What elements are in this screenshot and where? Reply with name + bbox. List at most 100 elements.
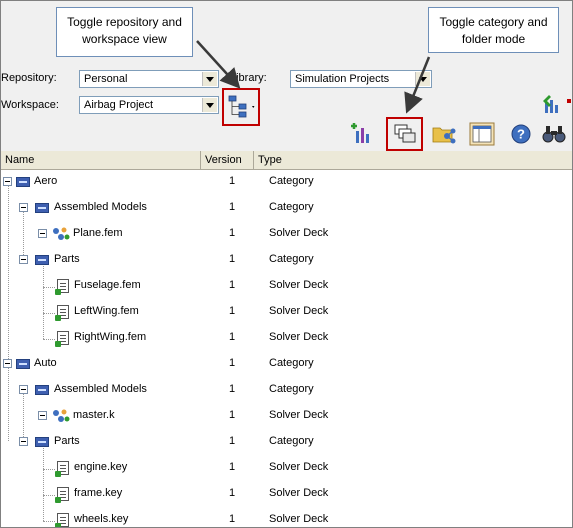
callout-mode-toggle: Toggle category and folder mode	[428, 7, 559, 53]
binoculars-search-icon[interactable]	[541, 122, 567, 146]
row-type: Solver Deck	[269, 513, 329, 525]
row-version: 1	[229, 409, 236, 421]
svg-text:?: ?	[517, 127, 525, 142]
row-name: Aero	[34, 175, 58, 187]
row-type: Category	[269, 435, 314, 447]
table-row[interactable]: RightWing.fem 1 Solver Deck	[1, 325, 572, 351]
library-dropdown[interactable]: Simulation Projects	[290, 70, 432, 88]
table-row[interactable]: frame.key 1 Solver Deck	[1, 481, 572, 507]
row-type: Solver Deck	[269, 461, 329, 473]
document-icon	[55, 305, 69, 321]
category-icon	[35, 385, 49, 395]
row-name: RightWing.fem	[74, 331, 147, 343]
table-row[interactable]: Plane.fem 1 Solver Deck	[1, 221, 572, 247]
column-header-type[interactable]: Type	[258, 154, 282, 166]
highlight-box-view-toggle	[222, 88, 260, 126]
chevron-down-icon[interactable]	[202, 98, 217, 112]
document-icon	[55, 279, 69, 295]
row-type: Category	[269, 201, 314, 213]
table-row[interactable]: Assembled Models 1 Category	[1, 377, 572, 403]
row-name: Assembled Models	[54, 201, 147, 213]
collapse-toggle-icon[interactable]	[38, 229, 47, 238]
table-row[interactable]: LeftWing.fem 1 Solver Deck	[1, 299, 572, 325]
workspace-value: Airbag Project	[84, 99, 154, 111]
row-type: Solver Deck	[269, 331, 329, 343]
category-icon	[16, 359, 30, 369]
row-version: 1	[229, 279, 236, 291]
help-icon[interactable]: ?	[509, 122, 533, 146]
repository-dropdown[interactable]: Personal	[79, 70, 219, 88]
chevron-down-icon[interactable]	[415, 72, 430, 86]
tree-line	[43, 261, 44, 339]
column-header-version[interactable]: Version	[201, 151, 254, 169]
repository-value: Personal	[84, 73, 128, 85]
row-type: Category	[269, 383, 314, 395]
table-row[interactable]: Parts 1 Category	[1, 429, 572, 455]
row-name: engine.key	[74, 461, 128, 473]
collapse-toggle-icon[interactable]	[38, 411, 47, 420]
collapse-toggle-icon[interactable]	[19, 437, 28, 446]
row-name: LeftWing.fem	[74, 305, 139, 317]
row-version: 1	[229, 461, 236, 473]
row-version: 1	[229, 383, 236, 395]
row-name: Fuselage.fem	[74, 279, 141, 291]
table-row[interactable]: Parts 1 Category	[1, 247, 572, 273]
workspace-label: Workspace:	[1, 99, 59, 111]
table-row[interactable]: master.k 1 Solver Deck	[1, 403, 572, 429]
collapse-toggle-icon[interactable]	[3, 359, 12, 368]
tree-line	[8, 365, 9, 441]
row-type: Category	[269, 253, 314, 265]
row-version: 1	[229, 175, 236, 187]
tree-line	[43, 469, 55, 470]
row-version: 1	[229, 201, 236, 213]
table-row[interactable]: Assembled Models 1 Category	[1, 195, 572, 221]
table-row[interactable]: engine.key 1 Solver Deck	[1, 455, 572, 481]
table-row[interactable]: Auto 1 Category	[1, 351, 572, 377]
table-row[interactable]: Aero 1 Category	[1, 169, 572, 195]
document-icon	[55, 461, 69, 477]
workspace-dropdown[interactable]: Airbag Project	[79, 96, 219, 114]
row-version: 1	[229, 513, 236, 525]
document-icon	[55, 513, 69, 527]
row-name: Parts	[54, 435, 80, 447]
column-header-row: Name Version Type	[1, 151, 572, 170]
window-layout-icon[interactable]	[468, 121, 496, 147]
row-version: 1	[229, 253, 236, 265]
row-type: Category	[269, 357, 314, 369]
tree-view-toggle-button[interactable]	[227, 94, 257, 120]
row-type: Solver Deck	[269, 305, 329, 317]
checkin-icon[interactable]	[541, 93, 571, 117]
row-version: 1	[229, 227, 236, 239]
tree-line	[43, 521, 55, 522]
collapse-toggle-icon[interactable]	[3, 177, 12, 186]
row-type: Solver Deck	[269, 279, 329, 291]
category-icon	[35, 437, 49, 447]
category-folder-toggle-button[interactable]	[392, 122, 418, 146]
row-version: 1	[229, 331, 236, 343]
category-icon	[35, 203, 49, 213]
tree-grid: Aero 1 Category Assembled Models 1 Categ…	[1, 169, 572, 527]
table-row[interactable]: wheels.key 1 Solver Deck	[1, 507, 572, 527]
callout-view-toggle-text: Toggle repository and workspace view	[67, 15, 182, 46]
row-version: 1	[229, 357, 236, 369]
tree-line	[43, 443, 44, 521]
column-header-name[interactable]: Name	[1, 151, 201, 169]
collapse-toggle-icon[interactable]	[19, 255, 28, 264]
collapse-toggle-icon[interactable]	[19, 385, 28, 394]
document-icon	[55, 487, 69, 503]
row-type: Solver Deck	[269, 487, 329, 499]
library-value: Simulation Projects	[295, 73, 390, 85]
category-icon	[16, 177, 30, 187]
table-row[interactable]: Fuselage.fem 1 Solver Deck	[1, 273, 572, 299]
new-category-icon[interactable]	[349, 121, 375, 147]
tree-line	[43, 313, 55, 314]
tree-line	[43, 339, 55, 340]
row-name: wheels.key	[74, 513, 129, 525]
category-icon	[35, 255, 49, 265]
chevron-down-icon[interactable]	[202, 72, 217, 86]
row-name: master.k	[73, 409, 115, 421]
folder-share-icon[interactable]	[431, 122, 457, 146]
highlight-box-mode-toggle	[386, 117, 423, 151]
collapse-toggle-icon[interactable]	[19, 203, 28, 212]
